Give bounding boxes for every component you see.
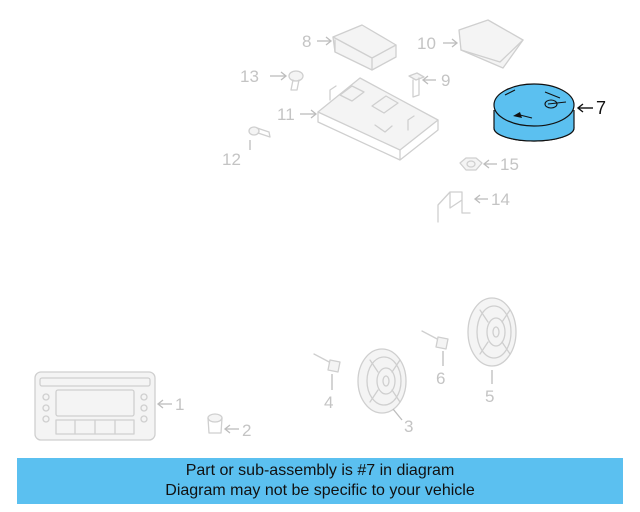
callout-1[interactable]: 1 <box>175 395 184 414</box>
leader-14-arrow <box>473 194 481 204</box>
callout-11[interactable]: 11 <box>277 105 295 124</box>
callout-8[interactable]: 8 <box>302 32 311 51</box>
callout-4[interactable]: 4 <box>324 393 333 412</box>
callout-2[interactable]: 2 <box>242 421 251 440</box>
leader-8-arrow <box>325 36 333 46</box>
callout-15[interactable]: 15 <box>500 155 519 174</box>
part-7-highlighted-unit[interactable] <box>493 83 575 142</box>
callout-12[interactable]: 12 <box>222 150 241 169</box>
part-9-bolt[interactable] <box>408 72 425 98</box>
part-10-cover[interactable] <box>458 19 524 69</box>
part-5-speaker[interactable] <box>467 297 517 367</box>
leader-11-arrow <box>310 109 318 119</box>
leader-3 <box>392 408 403 421</box>
part-12-screw[interactable] <box>248 126 271 138</box>
part-3-speaker[interactable] <box>357 348 407 414</box>
info-banner: Part or sub-assembly is #7 in diagram Di… <box>17 458 623 504</box>
leader-2-arrow <box>223 424 231 434</box>
leader-15-arrow <box>482 159 490 169</box>
part-13-screw[interactable] <box>288 70 304 91</box>
banner-line-part-number: Part or sub-assembly is #7 in diagram <box>185 462 455 479</box>
callout-14[interactable]: 14 <box>491 190 510 209</box>
part-8-module[interactable] <box>332 24 397 71</box>
callout-9[interactable]: 9 <box>441 71 450 90</box>
part-2-clip[interactable] <box>207 413 223 434</box>
callout-13[interactable]: 13 <box>240 67 259 86</box>
leader-1-arrow <box>156 399 164 409</box>
part-15-nut[interactable] <box>459 157 483 171</box>
exploded-parts-diagram: 8 10 13 9 11 12 <box>34 19 606 441</box>
banner-line-disclaimer: Diagram may not be specific to your vehi… <box>165 482 475 499</box>
leader-7-arrow <box>576 103 584 113</box>
callout-7[interactable]: 7 <box>596 98 606 118</box>
leader-9-arrow <box>421 75 429 85</box>
leader-10-arrow <box>451 38 459 48</box>
callout-6[interactable]: 6 <box>436 369 445 388</box>
part-11-bracket[interactable] <box>317 77 439 161</box>
leader-13-arrow <box>280 71 288 81</box>
callout-3[interactable]: 3 <box>404 417 413 436</box>
callout-10[interactable]: 10 <box>417 34 436 53</box>
callout-5[interactable]: 5 <box>485 387 494 406</box>
part-6-bolt[interactable] <box>421 330 449 350</box>
part-4-bolt[interactable] <box>313 353 341 373</box>
part-1-radio-unit[interactable] <box>34 371 156 441</box>
part-14-bracket[interactable] <box>437 191 471 223</box>
